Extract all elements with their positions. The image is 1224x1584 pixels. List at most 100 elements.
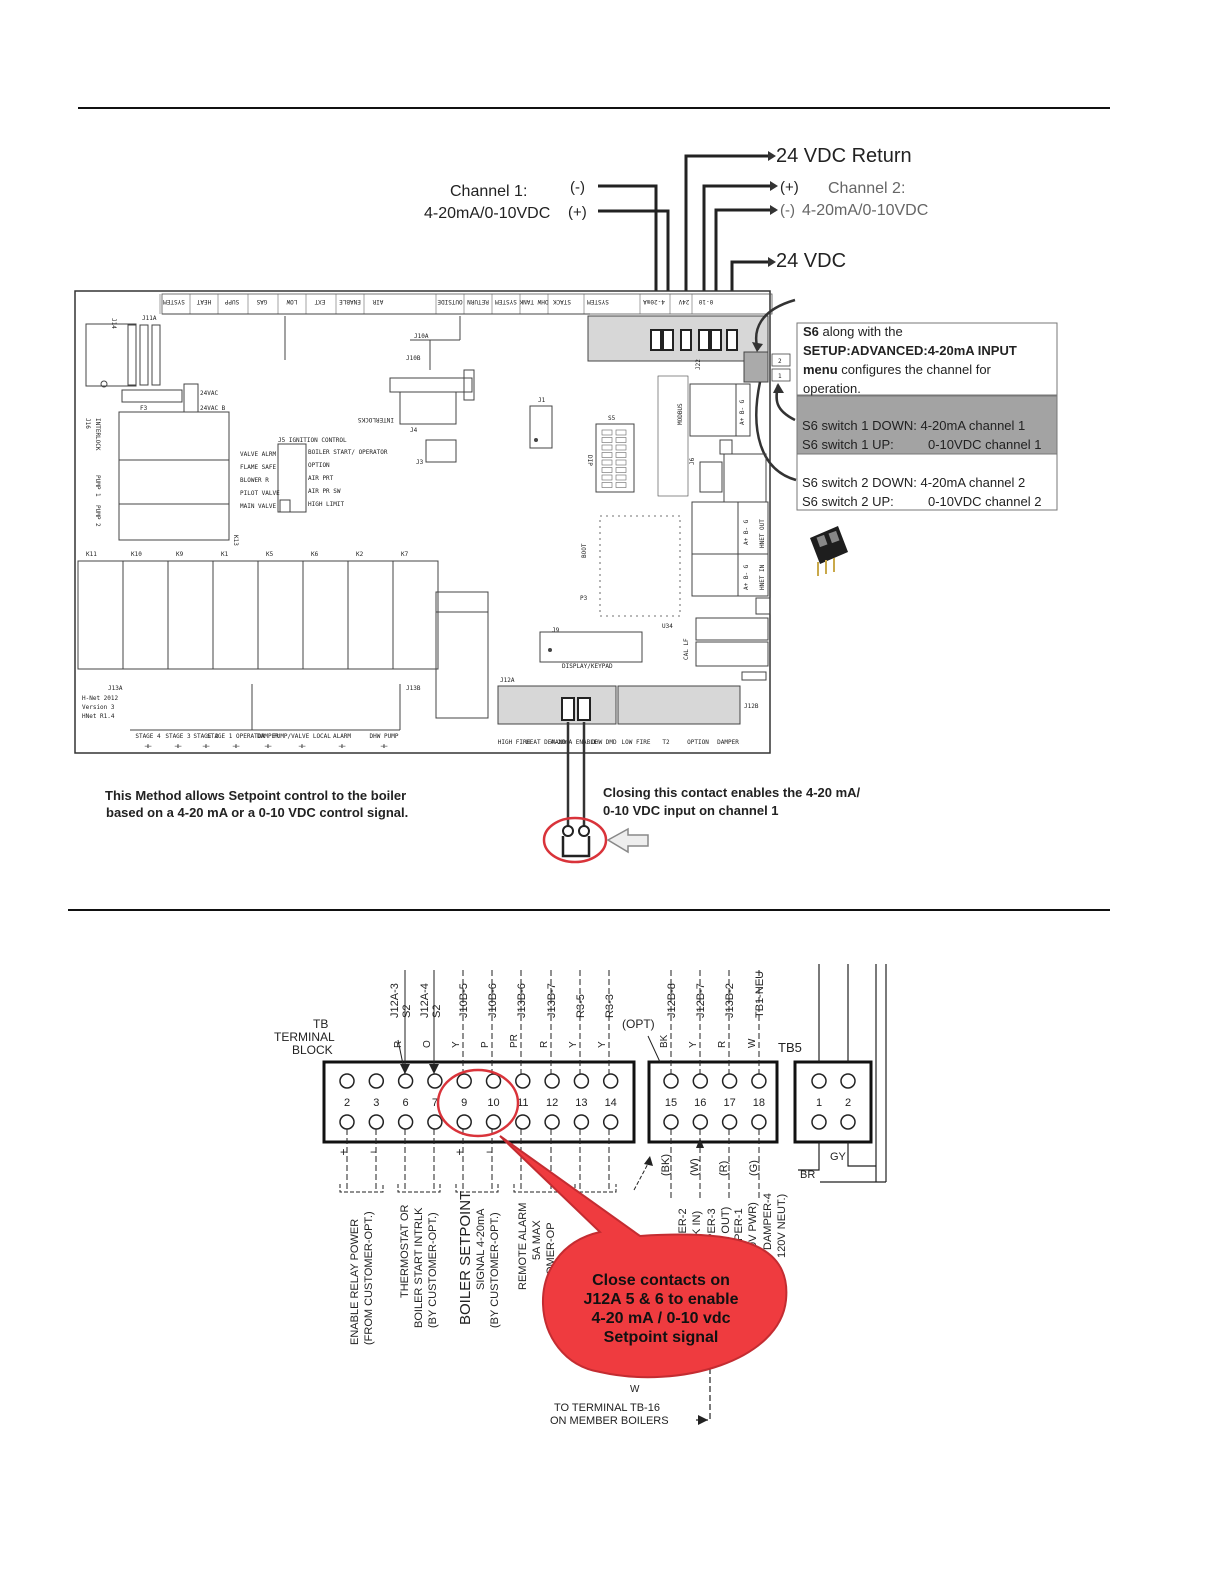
ch1-title: Channel 1: bbox=[450, 183, 527, 200]
top-connector-label: 4-20mA bbox=[643, 298, 665, 305]
svg-text:S6 along with the: S6 along with the bbox=[803, 324, 903, 339]
ignition-right-item: OPTION bbox=[308, 462, 330, 469]
wire-color-bottom: (R) bbox=[718, 1161, 730, 1176]
input-terminals bbox=[650, 329, 738, 351]
ch1-plus: (+) bbox=[568, 204, 587, 221]
svg-text:⊣⊢: ⊣⊢ bbox=[232, 743, 240, 750]
bottom-left-label: DAMPER bbox=[257, 733, 279, 740]
svg-text:24VAC B: 24VAC B bbox=[200, 405, 226, 412]
j9-label: J9 bbox=[552, 627, 560, 634]
top-connector-label: LOW bbox=[286, 298, 297, 305]
svg-text:⊣⊢: ⊣⊢ bbox=[174, 743, 182, 750]
terminal-screw-bottom bbox=[840, 1114, 856, 1130]
sw1-down: S6 switch 1 DOWN: 4-20mA channel 1 bbox=[802, 418, 1025, 433]
relay-label: K5 bbox=[266, 551, 274, 558]
s6-text1: along with the bbox=[819, 324, 903, 339]
s6-menu: menu bbox=[803, 362, 838, 377]
bottom-right-label: DHW DMD bbox=[591, 739, 617, 746]
wire-reference: J13B-7 bbox=[546, 983, 558, 1018]
contact-closure bbox=[542, 816, 649, 864]
top-connector-label: STACK bbox=[553, 298, 571, 305]
j3-label: J3 bbox=[416, 459, 424, 466]
wire-reference: S2 bbox=[431, 1005, 443, 1018]
sw2-up-b: 0-10VDC channel 2 bbox=[928, 494, 1041, 509]
svg-text:menu configures the channel fo: menu configures the channel for bbox=[803, 362, 992, 377]
j3-connector bbox=[425, 439, 457, 463]
setpoint-highlight-circle bbox=[436, 1068, 520, 1138]
dip-label: DIP bbox=[586, 455, 593, 466]
ch1-sub: 4-20mA/0-10VDC bbox=[424, 205, 550, 222]
terminal-description: 120V NEUT.) bbox=[776, 1194, 788, 1258]
sw2-up-a: S6 switch 2 UP: bbox=[802, 494, 894, 509]
j12a-terminal-5 bbox=[561, 697, 575, 721]
hnet-in-label: HNET IN bbox=[759, 564, 766, 590]
tb-title-3: BLOCK bbox=[292, 1043, 333, 1057]
polarity-mark: + bbox=[456, 1145, 463, 1159]
modbus-label: MODBUS bbox=[677, 403, 684, 425]
bottom-left-label: STAGE 1 OPERATOR bbox=[207, 733, 265, 740]
w-label: W bbox=[630, 1384, 640, 1395]
terminal-screw-bottom bbox=[811, 1114, 827, 1130]
terminal-screw-top bbox=[544, 1073, 560, 1089]
sw1-up-b: 0-10VDC channel 1 bbox=[928, 437, 1041, 452]
br-label: BR bbox=[800, 1169, 815, 1181]
bottom-left-label: PUMP/VALVE LOCAL bbox=[273, 733, 331, 740]
j16-label: J16 bbox=[84, 418, 91, 429]
terminal-description: (BY CUSTOMER-OPT.) bbox=[489, 1212, 501, 1328]
wire-reference: R3-3 bbox=[604, 994, 616, 1018]
terminal-number: 11 bbox=[517, 1097, 528, 1109]
j4-label: J4 bbox=[410, 427, 418, 434]
ignition-right-item: AIR PRT bbox=[308, 475, 334, 482]
terminal-screw-top bbox=[397, 1073, 414, 1089]
terminal-screw-bottom bbox=[602, 1114, 619, 1130]
caption-right-2: 0-10 VDC input on channel 1 bbox=[603, 803, 779, 818]
top-connector-label: SYSTEM bbox=[495, 298, 517, 305]
terminal-number: 2 bbox=[344, 1097, 350, 1109]
terminal-screw-bottom bbox=[397, 1114, 414, 1130]
interlocks-label: INTERLOCKS bbox=[357, 416, 394, 423]
relay-label: K2 bbox=[356, 551, 364, 558]
bottom-right-label: 4-20mA ENABLE bbox=[551, 739, 598, 746]
tb5-label: TB5 bbox=[778, 1040, 802, 1055]
top-connector-label: OUTSIDE bbox=[437, 298, 463, 305]
svg-text:⊣⊢: ⊣⊢ bbox=[202, 743, 210, 750]
relay-label: K10 bbox=[131, 551, 142, 558]
sw2-down: S6 switch 2 DOWN: 4-20mA channel 2 bbox=[802, 475, 1025, 490]
terminal-screw-top bbox=[427, 1073, 443, 1089]
boot-label: BOOT bbox=[581, 543, 588, 558]
terminal-description: SIGNAL 4-20mA bbox=[475, 1208, 487, 1290]
j10a-label: J10A bbox=[414, 333, 429, 340]
s6-switch bbox=[743, 351, 769, 383]
polarity-mark: − bbox=[370, 1145, 377, 1159]
caption-left-1: This Method allows Setpoint control to t… bbox=[105, 788, 406, 803]
wire-color-bottom: (W) bbox=[689, 1158, 701, 1176]
terminal-description: THERMOSTAT OR bbox=[399, 1204, 411, 1298]
terminal-screw-bottom bbox=[368, 1114, 385, 1130]
terminal-screw-top bbox=[602, 1073, 619, 1089]
j13b-label: J13B bbox=[406, 685, 421, 692]
terminal-descriptions: ENABLE RELAY POWER(FROM CUSTOMER-OPT.)TH… bbox=[349, 1191, 788, 1345]
terminal-number: 2 bbox=[845, 1097, 851, 1109]
terminal-screw-bottom bbox=[485, 1114, 502, 1130]
top-connector-label: SUPP bbox=[224, 298, 239, 305]
s6-switch1-band bbox=[796, 395, 1058, 455]
top-connector-label: SYSTEM bbox=[587, 298, 609, 305]
ch2-sub: 4-20mA/0-10VDC bbox=[802, 202, 928, 219]
terminal-screw-top bbox=[456, 1073, 472, 1089]
display-label: DISPLAY/KEYPAD bbox=[562, 663, 613, 670]
terminal-number: 15 bbox=[665, 1097, 677, 1109]
wire-reference: S2 bbox=[401, 1005, 413, 1018]
version-line-2: Version 3 bbox=[82, 704, 115, 711]
terminal-screw-bottom bbox=[573, 1114, 590, 1130]
dip-switch-picture bbox=[810, 526, 848, 576]
svg-text:⊣⊢: ⊣⊢ bbox=[338, 743, 346, 750]
svg-text:⊣⊢: ⊣⊢ bbox=[264, 743, 272, 750]
terminal-screw-top bbox=[368, 1073, 385, 1089]
top-connector-label: RETURN bbox=[467, 298, 489, 305]
terminal-screw-bottom bbox=[456, 1114, 472, 1130]
j10b-label: J10B bbox=[406, 355, 421, 362]
j9-connector bbox=[539, 631, 643, 663]
